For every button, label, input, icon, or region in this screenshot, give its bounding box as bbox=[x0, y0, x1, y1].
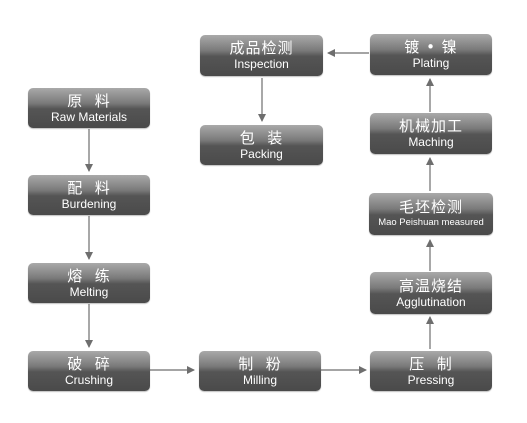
step-zh-label: 包 装 bbox=[239, 128, 284, 147]
step-maching: 机械加工 Maching bbox=[370, 113, 492, 154]
step-agglutination: 高温烧结 Agglutination bbox=[370, 272, 492, 314]
step-en-label: Crushing bbox=[64, 372, 114, 387]
step-zh-label: 压 制 bbox=[409, 354, 453, 373]
step-raw-materials: 原 料 Raw Materials bbox=[28, 88, 150, 128]
step-en-label: Raw Materials bbox=[50, 109, 128, 124]
step-en-label: Inspection bbox=[234, 57, 289, 71]
step-zh-label: 熔 练 bbox=[67, 266, 111, 285]
step-plating: 镀 • 镍 Plating bbox=[370, 34, 492, 75]
step-en-label: Milling bbox=[242, 372, 277, 387]
step-zh-label: 破 碎 bbox=[67, 354, 111, 373]
step-zh-label: 制 粉 bbox=[238, 354, 282, 373]
step-zh-label: 原 料 bbox=[67, 91, 111, 110]
step-melting: 熔 练 Melting bbox=[28, 263, 150, 303]
step-mao-peishuan: 毛坯检测 Mao Peishuan measured bbox=[369, 193, 493, 235]
step-inspection: 成品检测 Inspection bbox=[200, 35, 323, 76]
step-zh-label: 配 料 bbox=[67, 178, 111, 197]
step-en-label: Melting bbox=[69, 284, 109, 299]
step-milling: 制 粉 Milling bbox=[199, 351, 321, 391]
step-en-label: Packing bbox=[240, 146, 283, 161]
step-zh-label: 成品检测 bbox=[229, 39, 294, 57]
step-en-label: Maching bbox=[408, 135, 454, 149]
step-zh-label: 毛坯检测 bbox=[398, 197, 463, 216]
step-en-label: Agglutination bbox=[396, 294, 466, 309]
step-zh-label: 高温烧结 bbox=[398, 276, 463, 295]
step-pressing: 压 制 Pressing bbox=[370, 351, 492, 391]
step-zh-label: 镀 • 镍 bbox=[404, 38, 458, 56]
step-zh-label: 机械加工 bbox=[398, 117, 463, 135]
step-en-label: Plating bbox=[412, 56, 450, 70]
step-packing: 包 装 Packing bbox=[200, 125, 323, 165]
step-en-label: Mao Peishuan measured bbox=[378, 216, 484, 228]
step-en-label: Pressing bbox=[407, 372, 455, 387]
step-en-label: Burdening bbox=[61, 196, 117, 211]
step-burdening: 配 料 Burdening bbox=[28, 175, 150, 215]
step-crushing: 破 碎 Crushing bbox=[28, 351, 150, 391]
